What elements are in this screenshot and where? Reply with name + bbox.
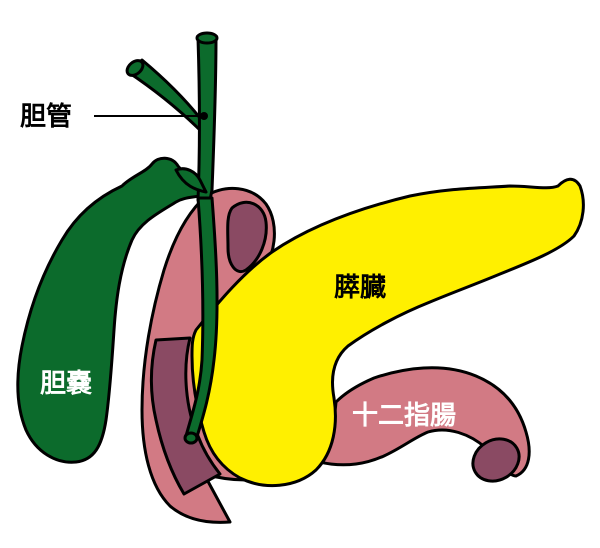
- bile-duct-left-opening: [125, 59, 145, 77]
- label-bile-duct: 胆管: [20, 102, 72, 132]
- label-gallbladder: 胆嚢: [40, 369, 92, 399]
- label-pancreas: 膵臓: [334, 273, 386, 303]
- duodenum-lumen-inner: [150, 336, 222, 496]
- bile-duct-trunk: [196, 36, 218, 202]
- duodenum-lumen-end: [471, 437, 521, 483]
- bile-duct: [125, 31, 219, 445]
- pancreas: [190, 177, 585, 488]
- bile-duct-top-opening: [195, 31, 219, 45]
- bile-duct-papilla-opening: [183, 431, 199, 445]
- bile-duct-leader: [94, 112, 208, 120]
- duodenum-lumen-upper: [226, 200, 268, 273]
- label-duodenum: 十二指腸: [352, 401, 456, 431]
- cystic-duct: [174, 167, 208, 194]
